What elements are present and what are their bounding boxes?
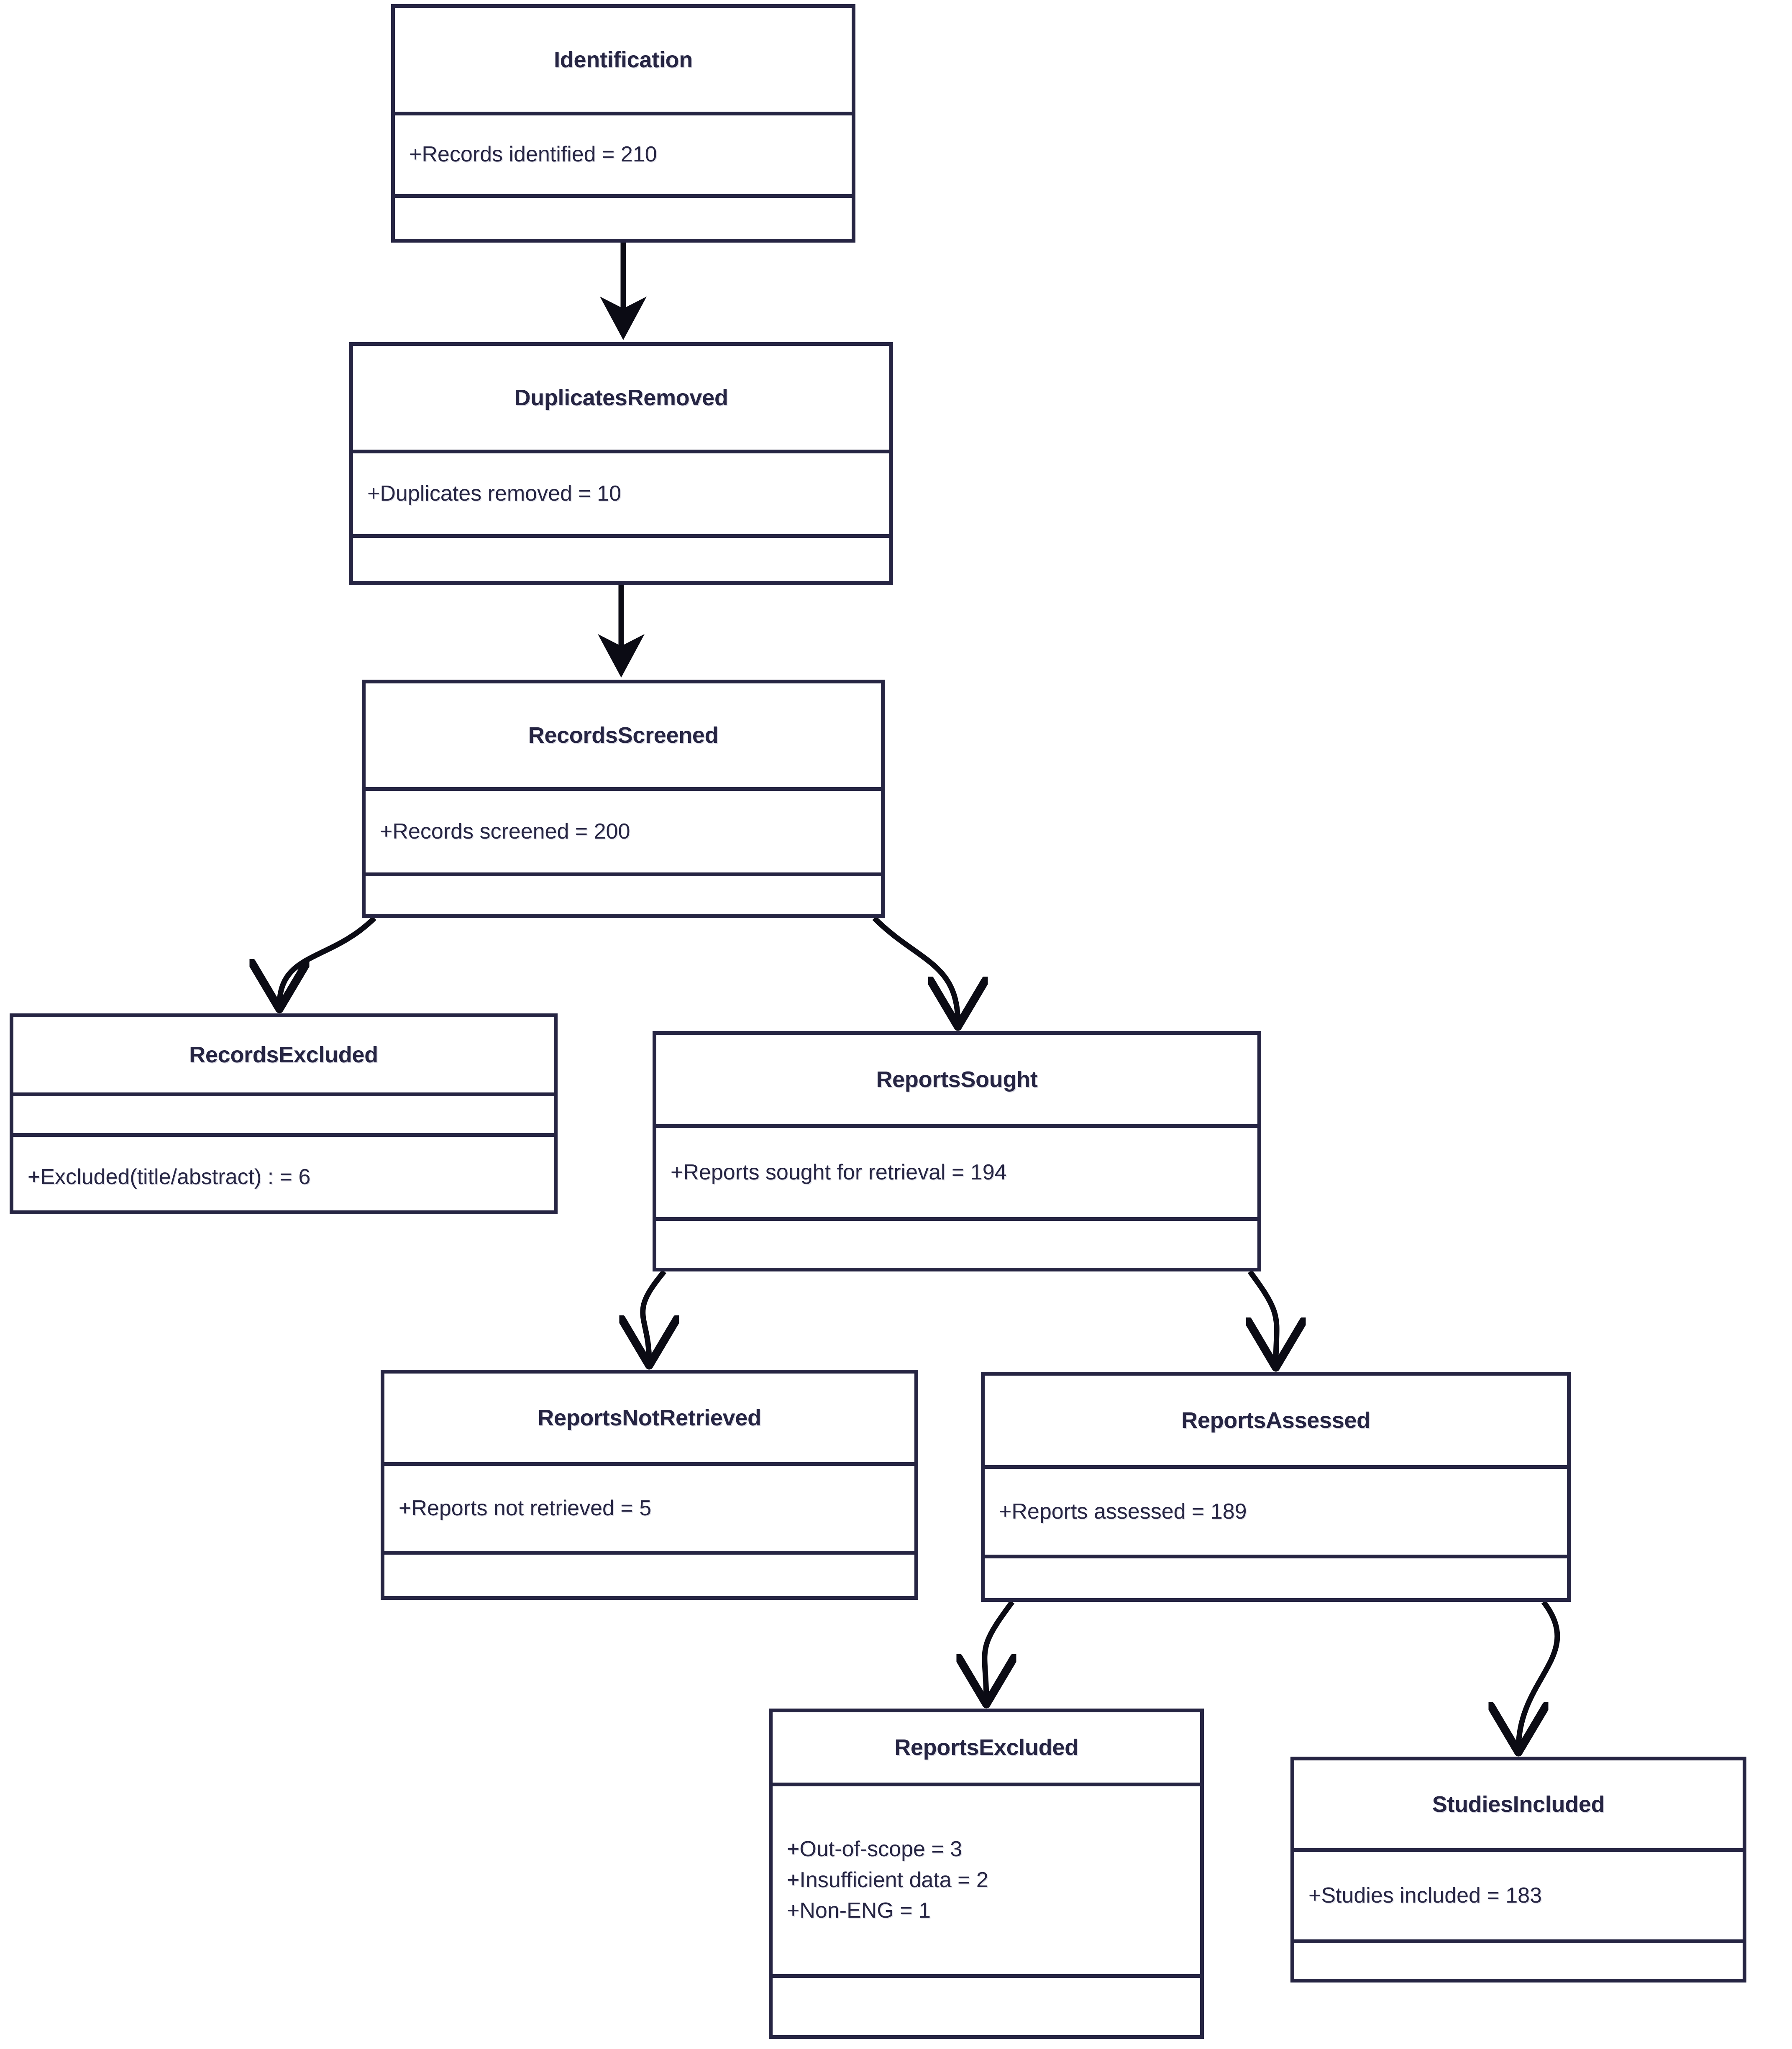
class-title-compartment: DuplicatesRemoved [353, 346, 889, 450]
edge-records-screened-to-reports-sought [872, 916, 958, 1023]
class-title-compartment: ReportsExcluded [773, 1712, 1200, 1783]
class-attributes-compartment: +Reports not retrieved = 5 [384, 1462, 914, 1551]
edge-records-screened-to-records-excluded [279, 916, 376, 1006]
uml-class-records-screened[interactable]: RecordsScreened +Records screened = 200 [362, 680, 888, 922]
uml-class-reports-assessed[interactable]: ReportsAssessed +Reports assessed = 189 [981, 1372, 1574, 1606]
class-name: RecordsScreened [528, 723, 719, 748]
class-title-compartment: ReportsAssessed [985, 1376, 1567, 1465]
class-operations-compartment [773, 1974, 1200, 2043]
class-attribute: +Out-of-scope = 3 [787, 1837, 963, 1861]
class-attributes-compartment: +Reports assessed = 189 [985, 1465, 1567, 1555]
class-operations-compartment [353, 534, 889, 588]
class-operations-compartment [366, 872, 881, 922]
class-attribute: +Records screened = 200 [380, 819, 630, 844]
class-attributes-compartment: +Reports sought for retrieval = 194 [656, 1124, 1257, 1217]
class-name: ReportsExcluded [894, 1735, 1078, 1760]
class-attribute: +Excluded(title/abstract) : = 6 [28, 1165, 311, 1189]
class-title-compartment: RecordsScreened [366, 683, 881, 787]
class-attribute: +Reports assessed = 189 [999, 1499, 1247, 1524]
uml-class-reports-not-retrieved[interactable]: ReportsNotRetrieved +Reports not retrieve… [381, 1370, 922, 1604]
class-name: ReportsNotRetrieved [538, 1405, 761, 1430]
class-attribute: +Studies included = 183 [1308, 1883, 1542, 1908]
class-name: Identification [554, 47, 693, 72]
class-operations-compartment [985, 1555, 1567, 1606]
uml-class-reports-excluded[interactable]: ReportsExcluded +Out-of-scope = 3 +Insuffi… [769, 1709, 1208, 2043]
edge-reports-assessed-to-reports-excluded [985, 1600, 1012, 1701]
class-title-compartment: ReportsSought [656, 1035, 1257, 1124]
class-name: ReportsAssessed [1181, 1408, 1370, 1433]
class-attributes-compartment: +Records identified = 210 [395, 112, 852, 194]
uml-class-records-excluded[interactable]: RecordsExcluded +Excluded(title/abstract)… [10, 1013, 561, 1218]
class-operations-compartment [1294, 1939, 1743, 1986]
class-title-compartment: Identification [395, 8, 852, 112]
class-attributes-compartment: +Out-of-scope = 3 +Insufficient data = 2 +… [773, 1783, 1200, 1974]
class-title-compartment: StudiesIncluded [1294, 1760, 1743, 1848]
class-name: StudiesIncluded [1432, 1792, 1605, 1817]
edge-reports-sought-to-reports-assessed [1250, 1270, 1277, 1364]
uml-class-identification[interactable]: Identification +Records identified = 210 [391, 4, 859, 246]
class-attributes-compartment: +Excluded(title/abstract) : = 6 [13, 1133, 554, 1218]
class-title-compartment: RecordsExcluded [13, 1017, 554, 1092]
edge-reports-sought-to-reports-not-retrieved [643, 1269, 664, 1362]
uml-class-duplicates-removed[interactable]: DuplicatesRemoved +Duplicates removed = 1… [349, 342, 897, 588]
class-attributes-compartment: +Duplicates removed = 10 [353, 450, 889, 534]
class-attributes-compartment: +Studies included = 183 [1294, 1848, 1743, 1939]
class-attribute: +Records identified = 210 [409, 142, 657, 167]
edge-reports-assessed-to-studies-included [1518, 1600, 1560, 1749]
class-operations-compartment [395, 194, 852, 246]
class-name: RecordsExcluded [189, 1042, 378, 1067]
class-title-compartment: ReportsNotRetrieved [384, 1374, 914, 1462]
class-attribute: +Reports sought for retrieval = 194 [671, 1160, 1007, 1184]
class-attribute: +Insufficient data = 2 [787, 1867, 988, 1892]
class-attribute: +Reports not retrieved = 5 [399, 1496, 652, 1520]
class-operations-compartment [384, 1551, 914, 1604]
class-attribute: +Duplicates removed = 10 [367, 481, 622, 506]
uml-class-reports-sought[interactable]: ReportsSought +Reports sought for retriev… [653, 1031, 1265, 1275]
class-operations-compartment [13, 1092, 554, 1133]
class-operations-compartment [656, 1217, 1257, 1275]
class-attribute: +Non-ENG = 1 [787, 1898, 931, 1923]
uml-class-studies-included[interactable]: StudiesIncluded +Studies included = 183 [1290, 1757, 1750, 1986]
class-attributes-compartment: +Records screened = 200 [366, 787, 881, 872]
class-name: ReportsSought [876, 1067, 1038, 1092]
class-name: DuplicatesRemoved [514, 385, 728, 410]
